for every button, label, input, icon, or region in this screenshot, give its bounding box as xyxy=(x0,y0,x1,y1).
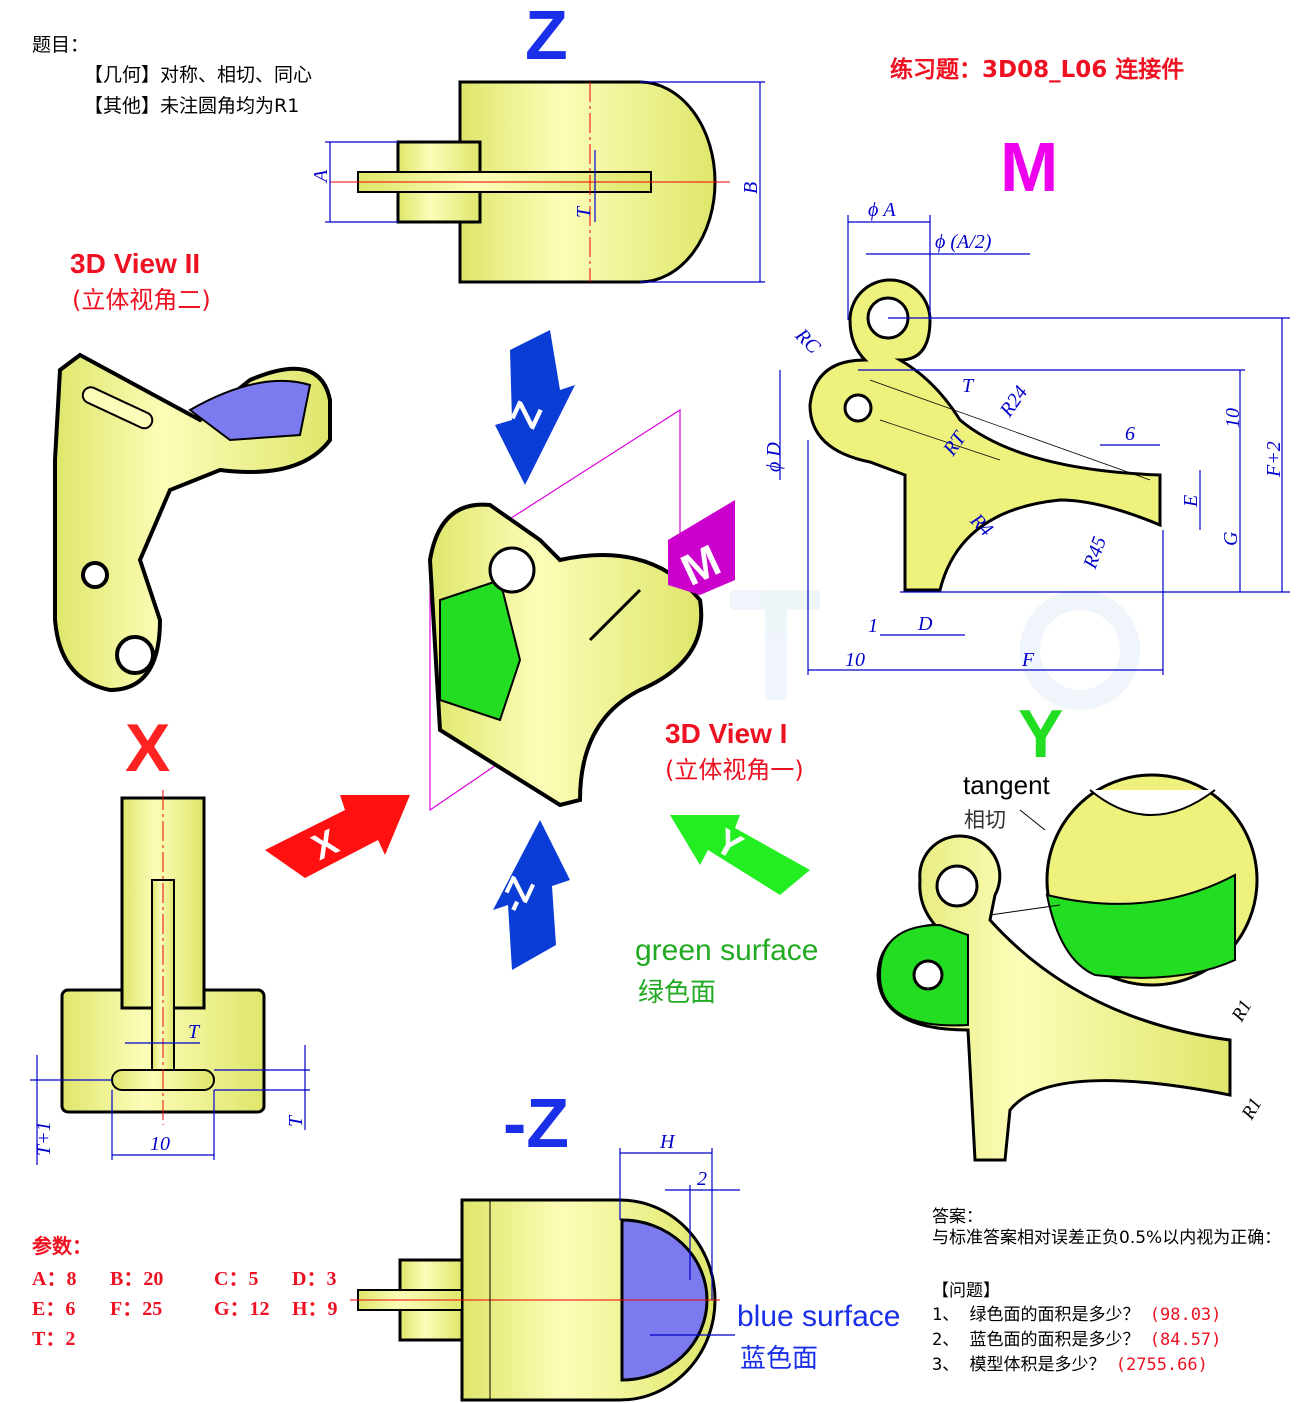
param-a: A：8 xyxy=(32,1268,77,1290)
front-view-x xyxy=(60,790,266,1125)
view1-subtitle: (立体视角一) xyxy=(665,756,804,784)
questions-heading: 【问题】 xyxy=(932,1281,1000,1301)
problem-line-other: 【其他】未注圆角均为R1 xyxy=(84,95,300,117)
side-view-m-dims xyxy=(779,215,1290,675)
label-z: Z xyxy=(525,0,568,74)
param-t: T：2 xyxy=(32,1328,76,1350)
question-2: 2、 蓝色面的面积是多少？ (84.57) xyxy=(932,1325,1221,1350)
dim-r24: R24 xyxy=(995,382,1032,422)
arrow-x xyxy=(265,795,410,878)
dim-t-x: T xyxy=(188,1021,201,1043)
problem-heading: 题目： xyxy=(32,34,90,56)
question-2-num: 2、 xyxy=(932,1330,960,1350)
side-view-y xyxy=(876,773,1259,1162)
view1-title: 3D View I xyxy=(665,718,788,749)
green-surface-label: green surface xyxy=(635,934,819,967)
dim-h: H xyxy=(659,1131,676,1153)
dim-t-top: T xyxy=(573,205,595,218)
param-f: F：25 xyxy=(110,1298,163,1320)
tangent-label-cn: 相切 xyxy=(964,808,1006,832)
tangent-label: tangent xyxy=(963,770,1050,800)
dim-rc: RC xyxy=(790,324,825,359)
param-h: H：9 xyxy=(292,1298,338,1320)
question-3-text: 模型体积是多少？ xyxy=(969,1355,1106,1375)
side-view-m xyxy=(808,278,1162,592)
dim-phi-a: ϕ A xyxy=(868,199,896,221)
problem-line-geometry: 【几何】对称、相切、同心 xyxy=(84,64,313,86)
dim-10-x: 10 xyxy=(150,1133,170,1155)
parameters-heading: 参数： xyxy=(32,1236,92,1258)
bottom-view-dims xyxy=(619,1148,740,1336)
dim-f-plus-2: F+2 xyxy=(1263,441,1285,478)
question-1-num: 1、 xyxy=(932,1305,960,1325)
param-d: D：3 xyxy=(292,1268,337,1290)
dim-r45: R45 xyxy=(1079,534,1111,573)
blue-surface-label: blue surface xyxy=(737,1300,901,1333)
dim-a-top: A xyxy=(310,169,332,184)
label-m: M xyxy=(1000,128,1059,206)
dim-f: F xyxy=(1021,649,1035,671)
blue-surface-label-cn: 蓝色面 xyxy=(740,1344,819,1374)
arrow-z xyxy=(495,330,575,485)
dim-10-horizontal: 10 xyxy=(845,649,865,671)
dim-6: 6 xyxy=(1125,423,1135,445)
front-view-x-dims xyxy=(30,1042,310,1165)
iso-view-2 xyxy=(53,352,332,693)
param-g: G：12 xyxy=(214,1298,270,1320)
question-1-answer: (98.03) xyxy=(1149,1305,1222,1325)
label-y: Y xyxy=(1018,696,1064,772)
question-2-answer: (84.57) xyxy=(1149,1330,1222,1350)
label-neg-z: -Z xyxy=(503,1084,570,1162)
question-3-num: 3、 xyxy=(932,1355,960,1375)
dim-t-m: T xyxy=(962,375,975,397)
question-2-text: 蓝色面的面积是多少？ xyxy=(969,1330,1140,1350)
dim-e: E xyxy=(1180,495,1202,508)
answers-heading: 答案： xyxy=(932,1207,983,1227)
param-c: C：5 xyxy=(214,1268,259,1290)
top-view-z xyxy=(330,80,730,284)
bottom-view-neg-z xyxy=(350,1198,720,1402)
question-1: 1、 绿色面的面积是多少？ (98.03) xyxy=(932,1300,1221,1325)
answers-note: 与标准答案相对误差正负0.5%以内视为正确： xyxy=(932,1228,1282,1248)
question-3-answer: (2755.66) xyxy=(1115,1355,1208,1375)
arrow-m xyxy=(668,500,735,595)
question-1-text: 绿色面的面积是多少？ xyxy=(969,1305,1140,1325)
dim-10-vertical: 10 xyxy=(1222,408,1244,428)
green-surface-label-cn: 绿色面 xyxy=(638,978,717,1008)
dim-g: G xyxy=(1220,531,1242,546)
dim-1: 1 xyxy=(868,615,878,637)
dim-2: 2 xyxy=(697,1168,707,1190)
dim-t-right: T xyxy=(285,1114,307,1127)
dim-phi-d: ϕ D xyxy=(763,442,785,472)
top-view-dims xyxy=(325,81,765,283)
question-3: 3、 模型体积是多少？ (2755.66) xyxy=(932,1350,1208,1375)
dim-t-plus-1: T+1 xyxy=(33,1121,55,1156)
arrow-y xyxy=(670,815,810,895)
watermark-shapes xyxy=(730,590,1140,710)
arrow-neg-z xyxy=(493,820,570,970)
view2-subtitle: (立体视角二) xyxy=(72,286,211,314)
dim-d: D xyxy=(917,613,933,635)
iso-view-1 xyxy=(427,408,704,812)
param-b: B：20 xyxy=(110,1268,164,1290)
dim-b: B xyxy=(740,182,762,194)
dim-phi-a-half: ϕ (A/2) xyxy=(935,231,992,253)
label-x: X xyxy=(125,710,171,786)
exercise-title: 练习题：3D08_L06 连接件 xyxy=(890,57,1185,83)
param-e: E：6 xyxy=(32,1298,76,1320)
view2-title: 3D View II xyxy=(70,248,201,279)
